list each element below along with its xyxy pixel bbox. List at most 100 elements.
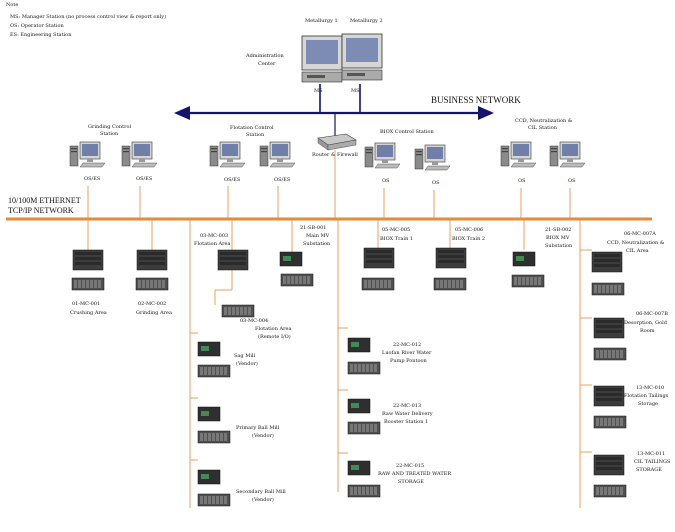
station-role-label: OS [518,178,526,184]
cabinet-id: 21-SB-002 [545,227,571,233]
io-rack-icon [593,347,627,361]
raw-treated-water-cabinet: 22-MC-015 RAW AND TREATED WATER STORAGE [347,460,451,498]
ccd-station: OS OS [500,141,586,184]
controller-cabinet-icon [591,251,623,273]
station-role-label: OS/ES [274,177,291,183]
controller-icon [347,460,371,476]
io-rack-icon [135,277,169,291]
cil-tailings-cabinet: 13-MC-011 CIL TAILINGS STORAGE [593,451,671,498]
cabinet-name: Flotation Area [255,326,291,332]
controller-icon [279,251,303,267]
main-mv-substation: 21-SB-001 Main MV Substation [279,225,331,287]
cabinet-id: 05-MC-005 [382,227,410,233]
cabinet-id: 22-MC-012 [393,342,421,348]
controller-cabinet-icon [136,249,168,271]
controller-cabinet-icon [435,247,467,269]
station-role-label: OS [568,178,576,184]
flotation-station-title: Flotation Control [230,125,274,131]
cabinet-name: Flotation Area [194,241,230,247]
raw-water-booster-cabinet: 22-MC-013 Raw Water Delivery Booster Sta… [347,398,433,435]
cabinet-name: Desorption, Gold [624,320,668,326]
note-line-os: OS: Operator Station [10,23,64,29]
cabinet-name: Sag Mill [234,353,256,359]
io-rack-icon [511,274,545,288]
luofan-river-pump-cabinet: 22-MC-012 Luofan River Water Pump Pontoo… [347,337,432,375]
ethernet-label-1: 10/100M ETHERNET [8,196,81,205]
secondary-ball-mill-cabinet: Secondary Ball Mill (Vendor) [197,469,286,507]
sag-mill-cabinet: Sag Mill (Vendor) [197,341,258,378]
cabinet-id: 13-MC-010 [636,385,664,391]
ccd-cil-area-cabinet: 06-MC-007A CCD, Neutralization & CIL Are… [591,231,665,296]
controller-cabinet-icon [593,317,625,339]
cabinet-name: Secondary Ball Mill [236,489,286,495]
io-rack-icon [593,484,627,498]
controller-icon [512,251,536,267]
station-drops [87,186,571,218]
io-rack-icon [197,493,231,507]
cabinet-id: 02-MC-002 [138,301,166,307]
io-rack-icon [71,277,105,291]
controller-cabinet-icon [363,247,395,269]
controller-icon [197,406,221,422]
cabinet-name-2: (Vendor) [236,360,258,367]
biox-train-1-cabinet: 05-MC-005 BIOX Train 1 [361,227,413,291]
grinding-station-title: Grinding Control [88,124,131,130]
cabinet-name: Luofan River Water [382,350,432,356]
biox-train-2-cabinet: 05-MC-006 BIOX Train 2 [433,227,485,291]
io-rack-icon [280,273,314,287]
cabinet-name-2: Booster Station 1 [384,419,428,425]
business-network-label: BUSINESS NETWORK [431,95,521,105]
cabinet-id: 21-SB-001 [300,225,326,231]
note-title: Note [6,2,18,8]
station-role-label: OS/ES [224,177,241,183]
cabinet-id: 06-MC-007B [636,311,668,317]
ethernet-bus: 10/100M ETHERNET TCP/IP NETWORK [6,196,652,221]
crushing-area-cabinet: 01-MC-001 Crushing Area [70,249,107,316]
cabinet-name: Flotation Tailings [624,393,669,399]
controller-cabinet-icon [72,249,104,271]
cabinet-name-2: CIL Area [626,248,649,254]
cabinet-name: Grinding Area [136,310,172,316]
controller-icon [197,341,221,357]
metallurgy-2-label: Metallurgy 2 [350,18,383,24]
metallurgy-1-label: Metallurgy 1 [305,18,338,24]
desorption-gold-room-cabinet: 06-MC-007B Desorption, Gold Room [593,311,668,361]
cabinet-name-2: Substation [303,241,331,247]
ms-label-2: MS [351,88,360,94]
flotation-station: OS/ES OS/ES [209,141,296,183]
administration-center: Metallurgy 1 Metallurgy 2 Administration… [245,18,383,113]
io-rack-icon [593,415,627,429]
cabinet-id: 05-MC-006 [455,227,483,233]
ms-label-1: MS [314,88,323,94]
primary-ball-mill-cabinet: Primary Ball Mill (Vendor) [197,406,280,444]
cabinet-id: 13-MC-011 [637,451,665,457]
grinding-station: OS/ES OS/ES [69,141,158,182]
controller-icon [347,337,371,353]
grinding-area-cabinet: 02-MC-002 Grinding Area [135,249,172,316]
business-arrow-left-icon [174,106,190,120]
computer-icon [69,141,106,168]
cabinet-name: BIOX Train 2 [452,236,485,242]
computer-icon [414,144,451,171]
flotation-station-title-2: Station [246,132,265,138]
router: Router & Firewall [312,113,358,218]
cabinet-name: Primary Ball Mill [236,425,280,431]
note-line-es: ES: Engineering Station [10,32,72,38]
cabinet-name: BIOX MV [546,235,570,241]
ccd-station-title-2: CIL Station [528,125,558,131]
cabinet-name-2: Substation [545,243,573,249]
cabinet-name-2: Room [640,328,655,334]
cabinet-name: Raw Water Delivery [382,411,433,417]
cabinet-name: BIOX Train 1 [380,236,413,242]
computer-icon [500,141,537,168]
cabinet-id: 22-MC-013 [393,403,421,409]
controller-cabinet-icon [593,454,625,476]
business-arrow-right-icon [478,106,494,120]
cabinet-id: 03-MC-004 [240,318,268,324]
cabinet-name: CCD, Neutralization & [607,240,665,246]
io-rack-icon [197,364,231,378]
cabinet-name: Main MV [306,233,330,239]
grinding-station-title-2: Station [100,131,119,137]
admin-title-2: Center [258,61,276,67]
